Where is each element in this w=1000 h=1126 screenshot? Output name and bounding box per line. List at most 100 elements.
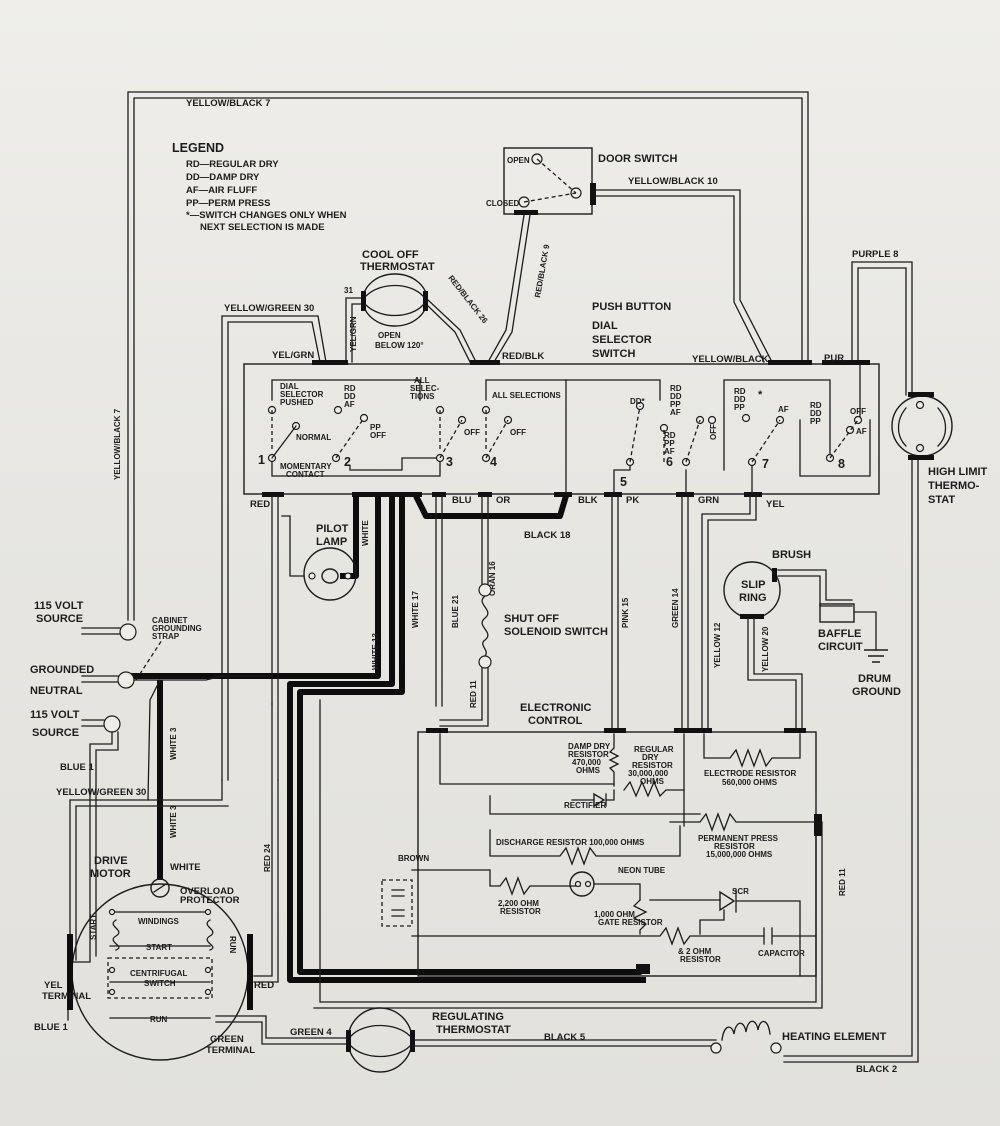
push-button-selector-label: PUSH BUTTON DIAL SELECTOR SWITCH bbox=[592, 301, 671, 360]
heating-element-label: HEATING ELEMENT bbox=[782, 1031, 887, 1043]
switch-label: RD bbox=[734, 387, 746, 396]
high-limit-label: STAT bbox=[928, 494, 955, 506]
switch-label: DD bbox=[344, 392, 356, 401]
switch-label: ALL bbox=[414, 376, 430, 385]
wire-label: YELLOW/BLACK 7 bbox=[113, 408, 122, 480]
terminal-label: YEL bbox=[766, 499, 785, 510]
switch-label: MOMENTARY bbox=[280, 462, 332, 471]
solenoid-label: SHUT OFF bbox=[504, 613, 559, 625]
wire-label: BROWN bbox=[398, 854, 429, 863]
resistor-label: OHMS bbox=[640, 777, 665, 786]
terminal-label: YELLOW/BLACK bbox=[692, 354, 769, 365]
cool-off-open-label: OPEN bbox=[378, 331, 401, 340]
switch-label: ALL SELECTIONS bbox=[492, 391, 561, 400]
baffle-label: BAFFLE bbox=[818, 628, 861, 640]
brush-label: BRUSH bbox=[772, 549, 811, 561]
switch-label: OFF bbox=[510, 428, 526, 437]
wire-label: GREEN 4 bbox=[290, 1027, 332, 1038]
regulating-thermostat: GREEN 4 REGULATING THERMOSTAT bbox=[215, 1007, 511, 1073]
switch-label: OFF bbox=[709, 424, 718, 440]
resistor-label: & 2 OHM bbox=[678, 947, 712, 956]
regulating-label: REGULATING bbox=[432, 1011, 504, 1023]
switch-label: PP bbox=[810, 417, 821, 426]
selector-label: PUSH BUTTON bbox=[592, 301, 671, 313]
switch-label: AF bbox=[670, 408, 681, 417]
wire-label: YELLOW/BLACK 10 bbox=[628, 176, 718, 187]
cool-off-label: THERMOSTAT bbox=[360, 261, 435, 273]
switch-label: DD bbox=[670, 392, 682, 401]
terminal-label: TERMINAL bbox=[42, 991, 91, 1002]
legend-line: DD—DAMP DRY bbox=[186, 172, 260, 183]
neutral-label: GROUNDED bbox=[30, 664, 94, 676]
resistor-label: OHMS bbox=[576, 766, 601, 775]
wire-label: ORAN 16 bbox=[488, 561, 497, 596]
wire-yellow-green-30: YELLOW/GREEN 30 bbox=[221, 303, 327, 781]
wire-label: BLUE 1 bbox=[60, 762, 95, 773]
pilot-lamp: PILOT LAMP bbox=[271, 495, 357, 781]
switch-label: RD bbox=[664, 431, 676, 440]
legend-line: AF—AIR FLUFF bbox=[186, 185, 257, 196]
resistor-label: 2,200 OHM bbox=[498, 899, 539, 908]
heavy-wires bbox=[130, 494, 646, 983]
door-closed-label: CLOSED bbox=[486, 199, 520, 208]
resistor-label: DISCHARGE RESISTOR 100,000 OHMS bbox=[496, 838, 645, 847]
wire-purple-8: PURPLE 8 bbox=[851, 249, 913, 396]
pilot-lamp-label: LAMP bbox=[316, 536, 347, 548]
switch-label: AF bbox=[344, 400, 355, 409]
terminal-label: TERMINAL bbox=[206, 1045, 255, 1056]
resistor-label: 15,000,000 OHMS bbox=[706, 850, 773, 859]
terminal-label: PUR bbox=[824, 353, 844, 364]
terminal-label: YEL bbox=[44, 980, 63, 991]
wire-label: PINK 15 bbox=[621, 597, 630, 628]
wire-label: RED 11 bbox=[838, 868, 847, 896]
wire-label: RED 11 bbox=[469, 680, 478, 708]
wire-label: YELLOW 12 bbox=[713, 622, 722, 668]
selector-switch-box: YEL/GRN RED/BLK YELLOW/BLACK PUR RED BLU… bbox=[243, 350, 880, 510]
switch-label: AF bbox=[664, 447, 675, 456]
resistor-label: ELECTRODE RESISTOR bbox=[704, 769, 797, 778]
switch-label: SELECTOR bbox=[280, 390, 324, 399]
wire-label: BLACK 5 bbox=[544, 1032, 586, 1043]
wire-label: WHITE 3 bbox=[169, 727, 178, 760]
overload-label: PROTECTOR bbox=[180, 895, 240, 906]
scr-label: SCR bbox=[732, 887, 749, 896]
door-switch-label: DOOR SWITCH bbox=[598, 153, 677, 165]
terminal-label: BLK bbox=[578, 495, 598, 506]
pilot-lamp-label: PILOT bbox=[316, 523, 349, 535]
baffle-label: CIRCUIT bbox=[818, 641, 863, 653]
terminal-label: OR bbox=[496, 495, 510, 506]
switch-label: RD bbox=[670, 384, 682, 393]
switch-label: OFF bbox=[464, 428, 480, 437]
resistor-label: RESISTOR bbox=[632, 761, 673, 770]
legend-line: RD—REGULAR DRY bbox=[186, 159, 279, 170]
terminal-label: RED bbox=[250, 499, 270, 510]
switch-label: PUSHED bbox=[280, 398, 314, 407]
resistor-label: DAMP DRY bbox=[568, 742, 611, 751]
resistor-label: RESISTOR bbox=[500, 907, 541, 916]
wire-yellow-green-30-bottom: YELLOW/GREEN 30 bbox=[56, 779, 229, 961]
wire-label: RED/BLACK 9 bbox=[533, 243, 551, 298]
wire-label: WHITE 13 bbox=[371, 633, 380, 670]
vertical-wires bbox=[435, 495, 803, 731]
resistor-label: RESISTOR bbox=[714, 842, 755, 851]
switch-label: PP bbox=[670, 400, 681, 409]
wire-label: YELLOW 20 bbox=[761, 626, 770, 672]
source-label: 115 VOLT bbox=[34, 600, 84, 612]
strap-label: CABINET bbox=[152, 616, 188, 625]
wire-red-black-9: RED/BLACK 9 bbox=[487, 214, 551, 363]
resistor-label: 560,000 OHMS bbox=[722, 778, 778, 787]
wire-label: RED/BLACK 26 bbox=[446, 274, 489, 326]
switch-label: RD bbox=[810, 401, 822, 410]
run-label: RUN bbox=[150, 1015, 168, 1024]
resistor-label: RESISTOR bbox=[568, 750, 609, 759]
switch-number: 1 bbox=[258, 453, 265, 467]
wire-label: 31 bbox=[344, 286, 353, 295]
wire-label: WHITE 17 bbox=[411, 591, 420, 628]
selector-label: SWITCH bbox=[592, 348, 635, 360]
wire-label: WHITE bbox=[170, 862, 201, 873]
terminal-label: GREEN bbox=[210, 1034, 244, 1045]
slip-ring-label: SLIP bbox=[741, 579, 765, 591]
wire-labels-mid: BLACK 18 ORAN 16 BLUE 21 WHITE 17 WHITE … bbox=[361, 520, 847, 896]
